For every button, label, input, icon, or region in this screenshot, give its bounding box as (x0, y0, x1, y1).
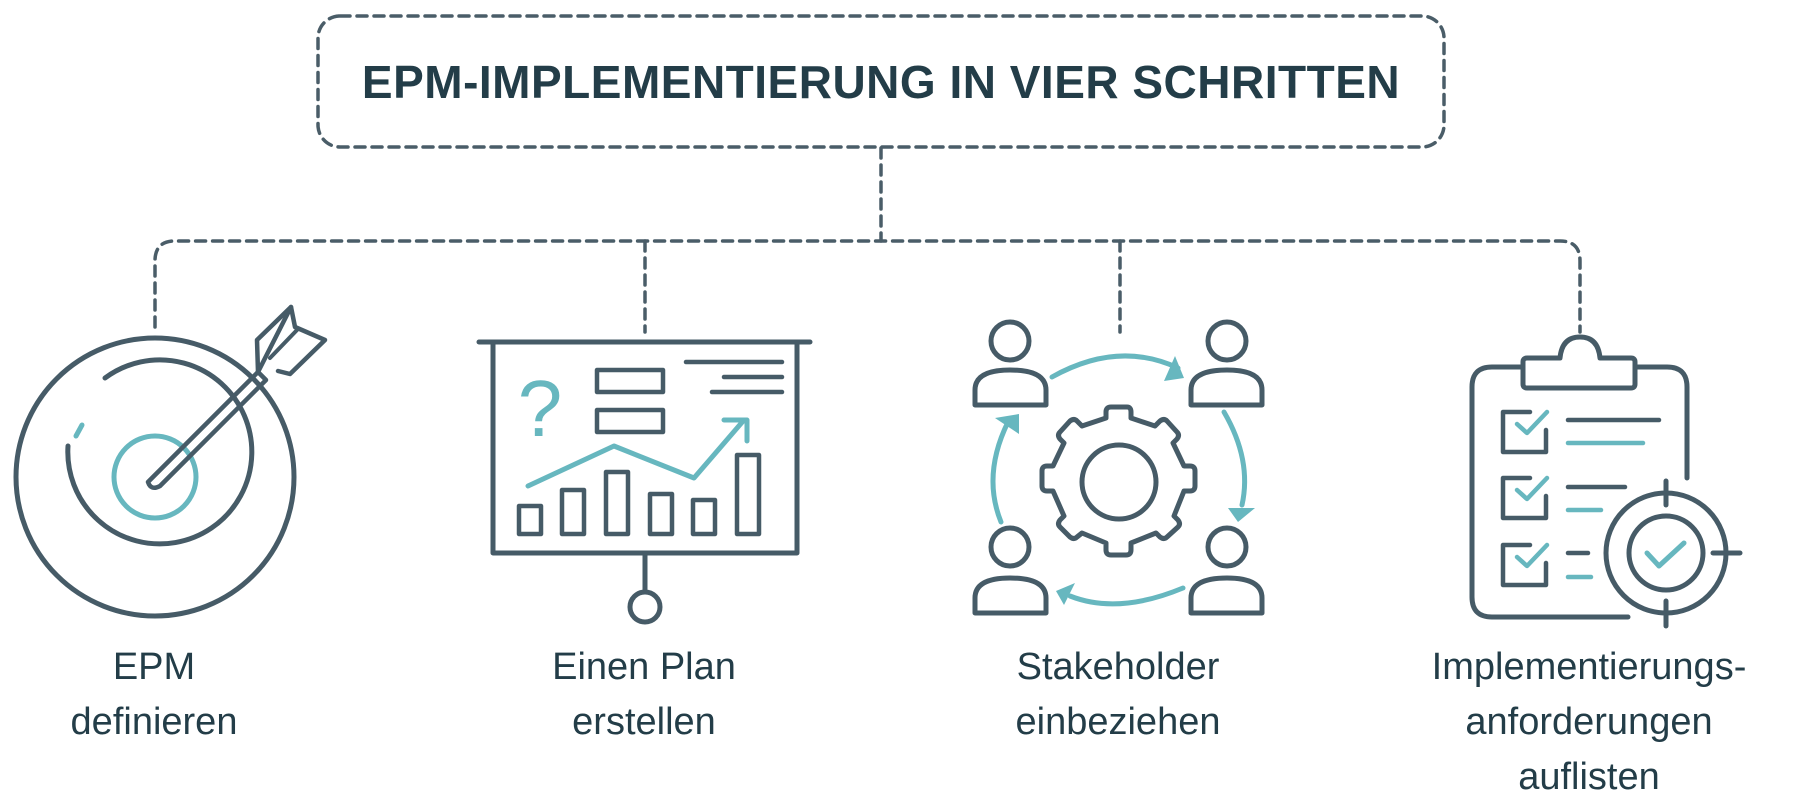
connector-lines (153, 146, 1582, 334)
step-label-define-epm: EPM definieren (0, 640, 364, 750)
step-label-create-plan: Einen Plan erstellen (434, 640, 854, 750)
step-label-line: Implementierungs- (1431, 646, 1747, 688)
page-title: EPM-IMPLEMENTIERUNG IN VIER SCHRITTEN (361, 55, 1401, 108)
step-label-involve-stakeholders: Stakeholder einbeziehen (908, 640, 1328, 750)
person-icon (972, 319, 1049, 408)
step-label-line: auflisten (1518, 756, 1660, 798)
clipboard-checklist-icon (1469, 334, 1743, 629)
stakeholder-cycle-icon (972, 319, 1265, 616)
step-label-line: einbeziehen (1015, 701, 1221, 743)
person-icon (1188, 319, 1265, 408)
step-label-line: Einen Plan (552, 646, 736, 688)
person-icon (972, 525, 1049, 616)
presentation-board-icon: ? (476, 339, 813, 625)
step-label-line: definieren (70, 701, 238, 743)
step-label-list-requirements: Implementierungs- anforderungen aufliste… (1379, 640, 1799, 805)
person-icon (1188, 525, 1265, 616)
step-label-line: Stakeholder (1016, 646, 1220, 688)
target-arrow-icon (13, 304, 328, 619)
step-label-line: erstellen (572, 701, 716, 743)
step-label-line: EPM (112, 646, 196, 688)
question-mark-icon: ? (518, 364, 563, 453)
step-label-line: anforderungen (1465, 701, 1713, 743)
